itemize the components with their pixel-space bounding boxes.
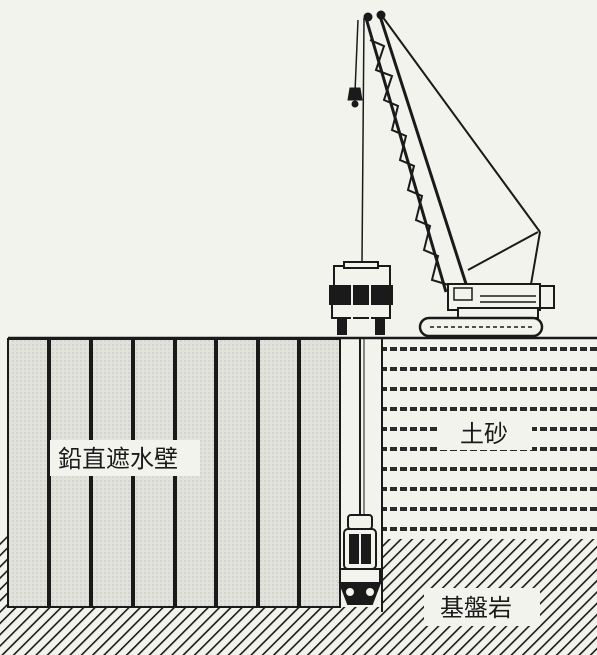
trench-cutter-icon: [329, 261, 393, 335]
soil-label-bg: [438, 416, 532, 450]
bedrock-label: 基盤岩: [440, 594, 512, 622]
cutter-head-icon: [338, 339, 382, 605]
wall-label-bg: [50, 440, 200, 476]
wall-label: 鉛直遮水壁: [58, 445, 178, 473]
soil-label: 土砂: [460, 420, 508, 448]
crawler-crane-icon: [347, 10, 555, 338]
bedrock-label-bg: [424, 588, 540, 626]
